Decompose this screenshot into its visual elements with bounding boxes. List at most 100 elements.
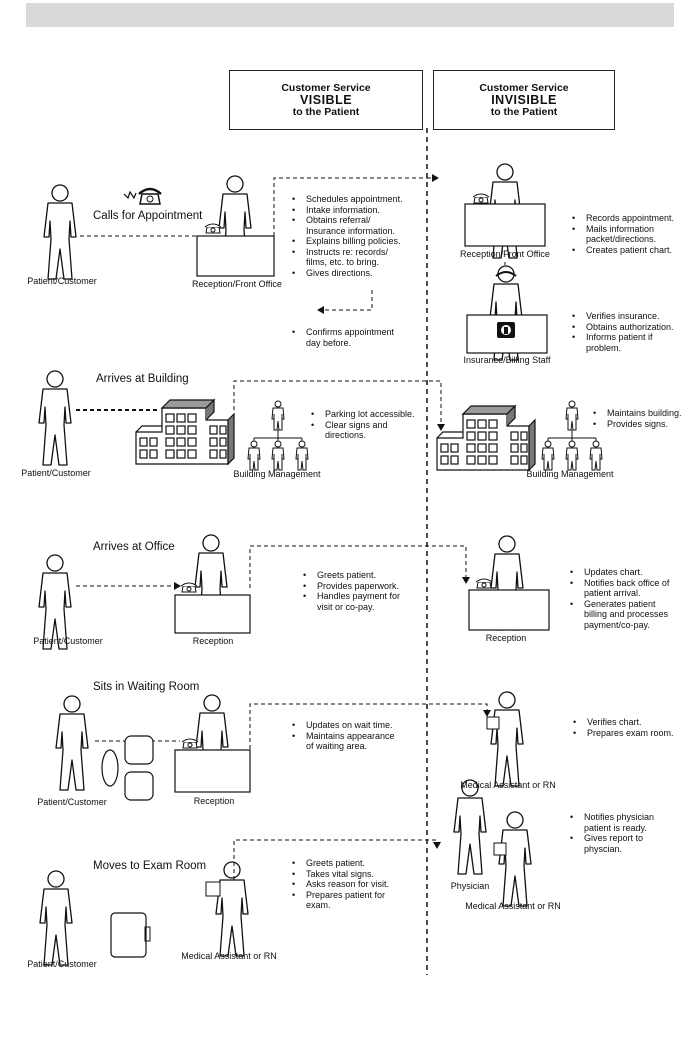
headset-icon (495, 271, 517, 277)
header-invisible: Customer Service INVISIBLE to the Patien… (433, 70, 615, 130)
waiting-visible-list: Updates on wait time. Maintains appearan… (292, 720, 395, 752)
list-item: Records appointment. (572, 213, 674, 224)
list-item: Takes vital signs. (292, 869, 389, 880)
physician-figure (453, 779, 487, 875)
calls-visible-list-2: Confirms appointment day before. (292, 327, 394, 348)
computer-icon (497, 322, 515, 338)
org-chart-icon (248, 401, 308, 470)
desk-phone-icon (475, 578, 493, 589)
chart-icon (486, 716, 500, 730)
list-item: Notifies back office of patient arrival. (570, 578, 669, 599)
patient-label: Patient/Customer (33, 636, 103, 646)
list-item: Greets patient. (303, 570, 400, 581)
medical-assistant-figure (215, 861, 249, 957)
arrow (233, 839, 441, 880)
insurance-list: Verifies insurance. Obtains authorizatio… (572, 311, 674, 353)
calls-visible-list: Schedules appointment. Intake informatio… (292, 194, 403, 278)
waiting-invisible-list: Verifies chart. Prepares exam room. (573, 717, 674, 738)
header-visible-line3: to the Patient (292, 106, 360, 118)
list-item: Verifies insurance. (572, 311, 674, 322)
building-icon (135, 399, 235, 465)
step-exam-title: Moves to Exam Room (93, 860, 207, 872)
desk-phone-icon (180, 582, 198, 593)
list-item: Explains billing policies. (292, 236, 403, 247)
list-item: Handles payment for visit or co-pay. (303, 591, 400, 612)
step-calls-title: Calls for Appointment (93, 210, 203, 222)
staff-label: Reception (485, 633, 527, 643)
list-item: Schedules appointment. (292, 194, 403, 205)
list-item: Prepares patient for exam. (292, 890, 389, 911)
step-waiting-title: Sits in Waiting Room (93, 681, 200, 693)
briefcase-icon (110, 912, 151, 958)
list-item: Provides paperwork. (303, 581, 400, 592)
staff-label: Reception/Front Office (460, 249, 550, 259)
header-invisible-line3: to the Patient (490, 106, 558, 118)
chart-icon (493, 842, 507, 856)
desk-phone-icon (472, 193, 490, 204)
list-item: Intake information. (292, 205, 403, 216)
list-item: Generates patient billing and processes … (570, 599, 669, 631)
list-item: Informs patient if problem. (572, 332, 674, 353)
connector-line (273, 177, 427, 236)
arrow (233, 380, 445, 431)
patient-figure (55, 695, 89, 791)
reception-desk (174, 594, 251, 634)
arrow (317, 290, 373, 314)
list-item: Updates chart. (570, 567, 669, 578)
list-item: Prepares exam room. (573, 728, 674, 739)
header-visible-line2: VISIBLE (299, 93, 353, 107)
staff-label: Medical Assistant or RN (181, 951, 277, 961)
reception-desk (174, 749, 251, 793)
staff-label: Medical Assistant or RN (460, 780, 556, 790)
list-item: Obtains referral/ Insurance information. (292, 215, 403, 236)
patient-label: Patient/Customer (21, 468, 91, 478)
patient-label: Patient/Customer (27, 276, 97, 286)
reception-desk (196, 235, 275, 277)
header-visible: Customer Service VISIBLE to the Patient (229, 70, 423, 130)
list-item: Gives directions. (292, 268, 403, 279)
desk-phone-icon (204, 223, 222, 234)
list-item: Creates patient chart. (572, 245, 674, 256)
top-bar (26, 3, 674, 27)
list-item: Parking lot accessible. (311, 409, 415, 420)
office-invisible-list: Updates chart. Notifies back office of p… (570, 567, 669, 630)
header-invisible-line1: Customer Service (479, 82, 569, 94)
waiting-chairs-icon (101, 735, 154, 801)
staff-label: Medical Assistant or RN (465, 901, 561, 911)
list-item: Maintains building. (593, 408, 682, 419)
arrow (249, 703, 491, 749)
patient-figure (43, 184, 77, 280)
list-item: Confirms appointment day before. (292, 327, 394, 348)
physician-label: Physician (450, 881, 490, 891)
list-item: Obtains authorization. (572, 322, 674, 333)
staff-label: Insurance/Billing Staff (463, 355, 551, 365)
list-item: Maintains appearance of waiting area. (292, 731, 395, 752)
medical-assistant-figure (498, 811, 532, 907)
patient-label: Patient/Customer (37, 797, 107, 807)
list-item: Provides signs. (593, 419, 682, 430)
invisible-reception-desk (464, 203, 546, 247)
list-item: Mails information packet/directions. (572, 224, 674, 245)
phone-ringing-icon (123, 187, 162, 205)
exam-invisible-list: Notifies physician patient is ready. Giv… (570, 812, 654, 854)
list-item: Clear signs and directions. (311, 420, 415, 441)
list-item: Greets patient. (292, 858, 389, 869)
patient-figure (38, 370, 72, 466)
exam-visible-list: Greets patient. Takes vital signs. Asks … (292, 858, 389, 911)
building-invisible-list: Maintains building. Provides signs. (593, 408, 682, 429)
patient-figure (38, 554, 72, 650)
desk-phone-icon (181, 738, 199, 749)
step-office-title: Arrives at Office (93, 541, 175, 553)
list-item: Gives report to physcian. (570, 833, 654, 854)
list-item: Verifies chart. (573, 717, 674, 728)
staff-label: Reception (193, 796, 235, 806)
calls-invisible-list: Records appointment. Mails information p… (572, 213, 674, 255)
list-item: Updates on wait time. (292, 720, 395, 731)
list-item: Asks reason for visit. (292, 879, 389, 890)
medical-assistant-figure (490, 691, 524, 787)
list-item: Instructs re: records/ films, etc. to br… (292, 247, 403, 268)
header-invisible-line2: INVISIBLE (491, 93, 557, 107)
patient-label: Patient/Customer (27, 959, 97, 969)
building-visible-list: Parking lot accessible. Clear signs and … (311, 409, 415, 441)
